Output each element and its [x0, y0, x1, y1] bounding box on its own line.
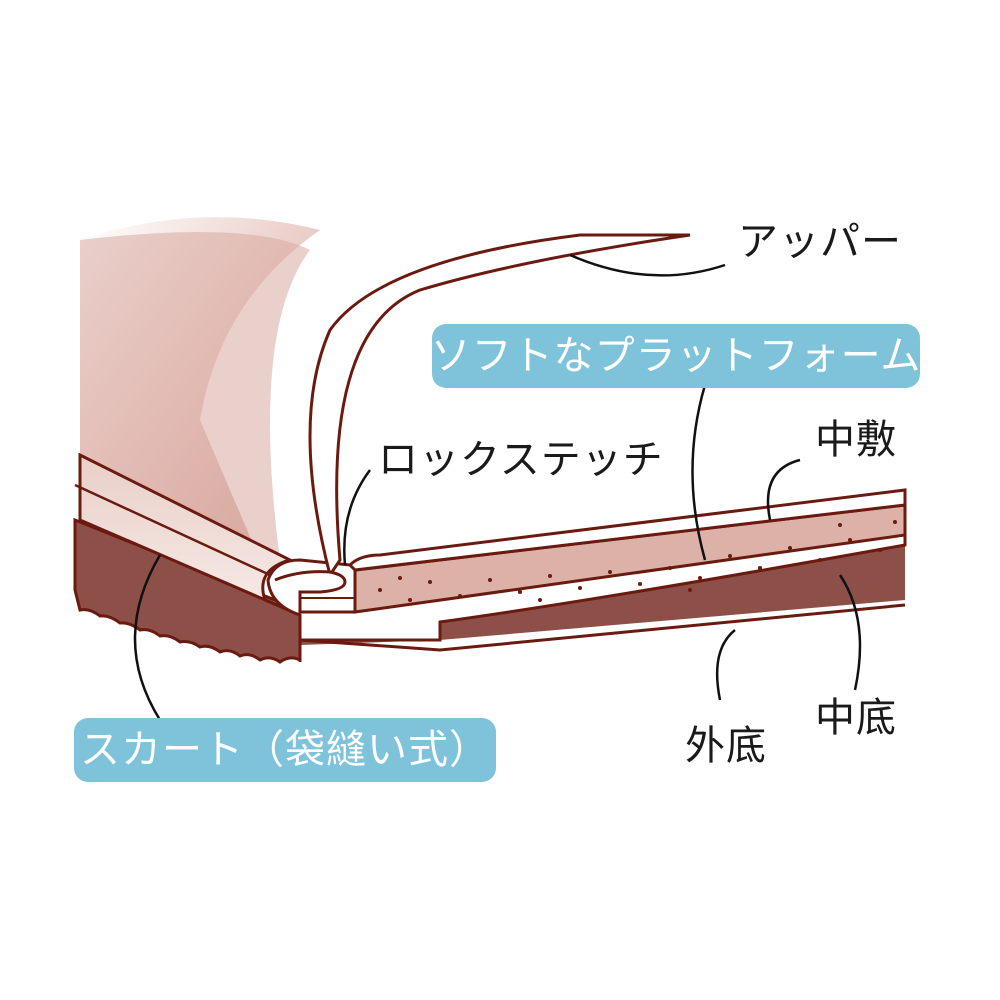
midsole-pad-shape: [347, 488, 907, 572]
label-lock-stitch: ロックステッチ: [378, 437, 664, 483]
label-outsole: 外底: [685, 723, 767, 769]
leader-insole: [838, 574, 862, 691]
label-insole: 中底: [815, 695, 897, 741]
leader-upper: [569, 253, 726, 277]
leader-midsole-pad: [766, 458, 801, 521]
label-midsole-pad: 中敷: [815, 417, 897, 463]
leader-soft-platform: [691, 384, 707, 561]
leader-lock-stitch: [343, 469, 372, 566]
upper-shape: [308, 233, 691, 579]
label-upper: アッパー: [738, 219, 902, 265]
label-soft-platform: ソフトなプラットフォーム: [431, 324, 920, 388]
label-skirt: スカート（袋縫い式）: [74, 718, 496, 782]
leader-skirt: [133, 554, 162, 721]
lock-stitch-fold: [274, 570, 355, 614]
leader-outsole: [715, 629, 736, 701]
